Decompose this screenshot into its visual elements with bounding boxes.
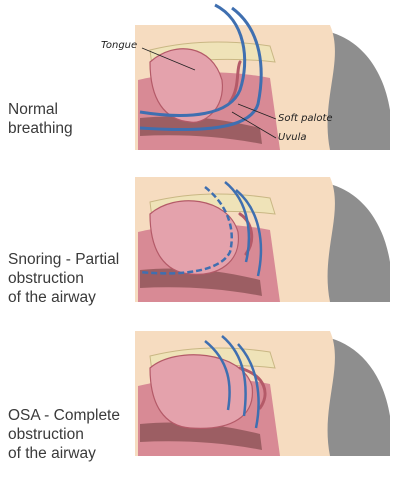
leader-line-uvula (231, 111, 277, 139)
panel-label-normal: Normal breathing (8, 100, 148, 138)
panel-label-line: of the airway (8, 289, 96, 306)
soft-palate (238, 366, 267, 410)
panel-label-line: Snoring - Partial (8, 251, 120, 268)
panel-label-line: obstruction (8, 426, 84, 443)
airflow-line (237, 343, 260, 429)
airflow-line (139, 186, 233, 275)
panel-label-line: Normal (8, 101, 58, 118)
leader-line-soft-palate (237, 103, 277, 120)
panel-label-osa: OSA - Complete obstruction of the airway (8, 406, 148, 463)
airflow-line (204, 340, 231, 411)
annotation-soft-palate: Soft palote (278, 113, 333, 124)
head-panel-partial (135, 177, 390, 302)
tongue (149, 200, 239, 275)
airway-passage (140, 422, 262, 450)
annotation-tongue: Tongue (101, 40, 138, 51)
airflow-line (224, 181, 251, 263)
airflow-line (235, 189, 263, 277)
panel-label-line: OSA - Complete (8, 407, 120, 424)
head-panel-open (135, 3, 390, 151)
panel-label-line: obstruction (8, 270, 84, 287)
airflow-line (221, 335, 247, 417)
leader-line-tongue (141, 47, 196, 71)
panel-label-line: breathing (8, 120, 73, 137)
tongue (149, 354, 254, 429)
panel-label-snoring: Snoring - Partial obstruction of the air… (8, 250, 148, 307)
head-panel-complete (135, 331, 390, 456)
annotation-uvula: Uvula (278, 132, 307, 143)
airflow-line (139, 3, 247, 118)
panel-label-line: of the airway (8, 445, 96, 462)
airway-passage (140, 268, 262, 296)
airflow-line (139, 6, 263, 132)
soft-palate (228, 60, 242, 104)
